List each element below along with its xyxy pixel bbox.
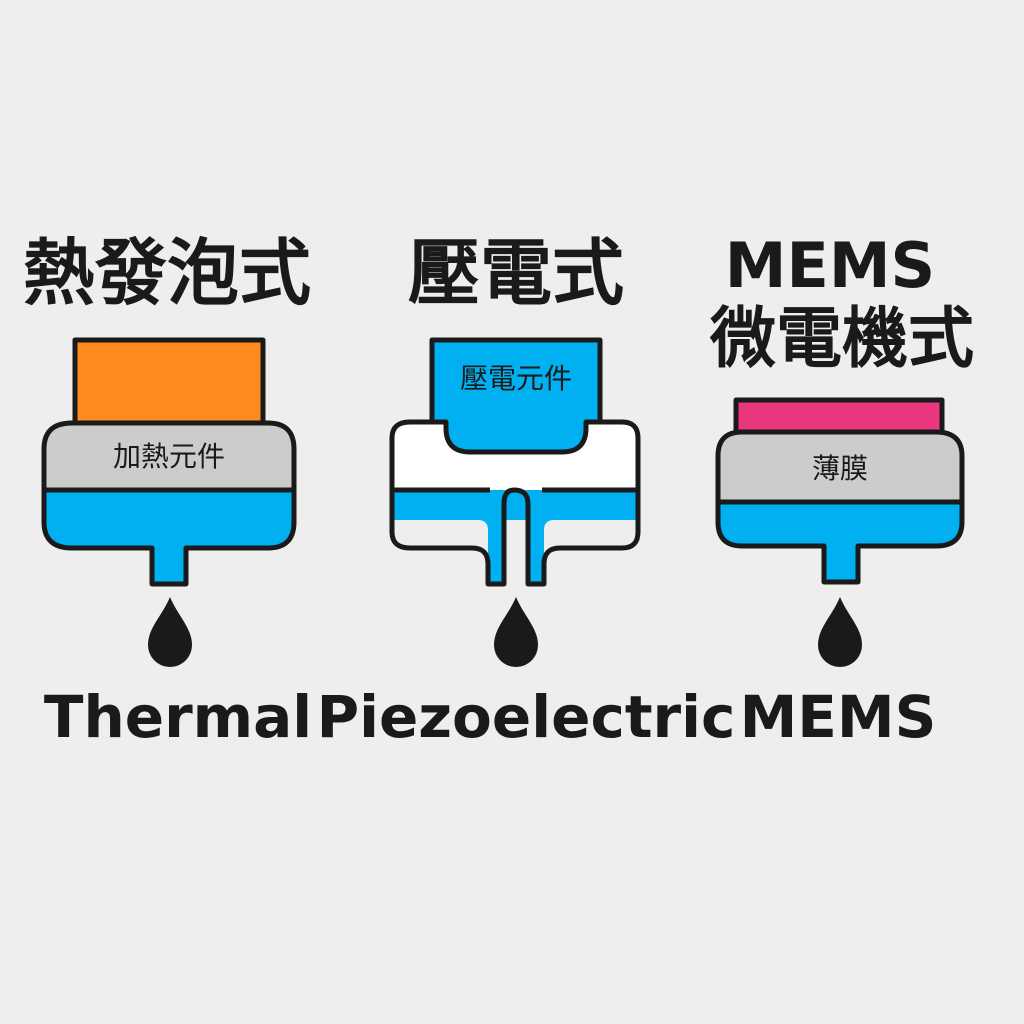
ink-reservoir bbox=[718, 502, 962, 582]
piezo-element-label: 壓電元件 bbox=[460, 362, 572, 395]
membrane-label: 薄膜 bbox=[812, 452, 868, 485]
ink-droplet-icon bbox=[818, 597, 862, 667]
thermal-panel: 熱發泡式 加熱元件 Thermal bbox=[23, 231, 312, 751]
membrane bbox=[733, 397, 945, 437]
membrane-region bbox=[718, 432, 962, 502]
heater-label: 加熱元件 bbox=[113, 440, 225, 473]
thermal-label: Thermal bbox=[44, 683, 312, 751]
chamber-outline bbox=[41, 420, 297, 587]
mems-title-en: MEMS bbox=[725, 229, 935, 302]
piezo-label: Piezoelectric bbox=[317, 683, 736, 751]
ink-band bbox=[392, 490, 638, 520]
ink-droplet-icon bbox=[148, 597, 192, 667]
piezo-title: 壓電式 bbox=[408, 231, 624, 315]
thermal-title: 熱發泡式 bbox=[23, 231, 311, 315]
mems-chamber-outline bbox=[715, 429, 965, 585]
mems-panel: MEMS 微電機式 薄膜 MEMS bbox=[709, 229, 974, 751]
ink-droplet-icon bbox=[494, 597, 538, 667]
thermal-chamber bbox=[41, 420, 297, 587]
piezo-panel: 壓電式 壓電元件 Piezoelectric bbox=[317, 231, 736, 751]
mems-label: MEMS bbox=[740, 683, 937, 751]
mems-title-zh: 微電機式 bbox=[709, 300, 974, 377]
piezo-chamber-outline bbox=[389, 419, 641, 587]
piezo-element bbox=[429, 337, 603, 455]
heater-block bbox=[72, 337, 266, 433]
heater-region bbox=[44, 423, 294, 490]
ink-reservoir bbox=[44, 490, 294, 584]
